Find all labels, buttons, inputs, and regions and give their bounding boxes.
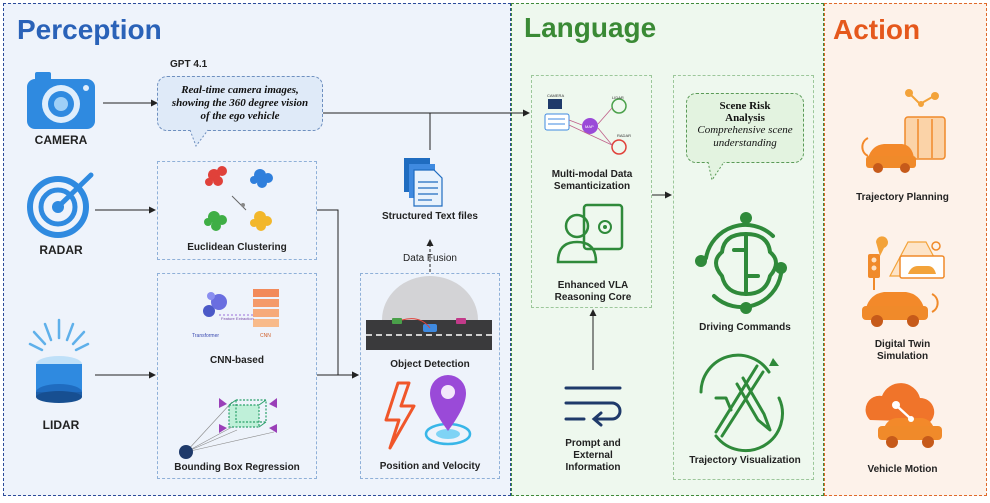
- output-box: [673, 75, 814, 480]
- bbox-label: Bounding Box Regression: [174, 462, 300, 473]
- scene-risk-bubble: Scene Risk Analysis Comprehensive scene …: [686, 93, 804, 163]
- camera-description-bubble: Real-time camera images, showing the 360…: [157, 76, 323, 131]
- structured-text-label: Structured Text files: [382, 211, 478, 222]
- mm-tiny-map: MAP: [585, 124, 594, 129]
- cnn-label: CNN-based: [210, 355, 264, 366]
- semantic-box: [531, 75, 652, 308]
- position-velocity-label: Position and Velocity: [379, 461, 481, 472]
- cnn-tiny-cnn: CNN: [260, 333, 271, 339]
- vla-label: Enhanced VLA Reasoning Core: [554, 280, 632, 303]
- camera-label: CAMERA: [34, 133, 88, 147]
- scene-risk-subtitle: Comprehensive scene understanding: [697, 124, 793, 149]
- lidar-label: LIDAR: [42, 418, 80, 432]
- mm-tiny-radar: RADAR: [617, 133, 632, 138]
- data-fusion-label: Data Fusion: [403, 253, 457, 264]
- vehicle-motion-label: Vehicle Motion: [867, 464, 938, 475]
- language-panel: [511, 3, 824, 496]
- gpt-label: GPT 4.1: [170, 59, 208, 70]
- cnn-bbox-box: [157, 273, 317, 479]
- perception-title: Perception: [17, 14, 162, 45]
- euclidean-box: [157, 161, 317, 260]
- driving-commands-label: Driving Commands: [699, 322, 791, 333]
- action-title: Action: [833, 14, 921, 45]
- object-detection-label: Object Detection: [390, 359, 470, 370]
- trajectory-vis-label: Trajectory Visualization: [689, 455, 801, 466]
- cnn-tiny-transformer: Transformer: [192, 333, 220, 339]
- euclidean-label: Euclidean Clustering: [187, 242, 287, 253]
- multimodal-label: Multi-modal Data Semanticization: [551, 169, 633, 192]
- language-title: Language: [524, 12, 657, 43]
- trajectory-planning-label: Trajectory Planning: [856, 192, 949, 203]
- mm-tiny-lidar: LIDAR: [612, 95, 624, 100]
- mm-tiny-camera: CAMERA: [547, 93, 565, 98]
- fusion-box: [360, 273, 500, 479]
- radar-label: RADAR: [39, 243, 83, 257]
- scene-risk-title: Scene Risk Analysis: [719, 100, 771, 124]
- cnn-tiny-feature: Feature Extraction: [221, 316, 254, 321]
- prompt-label: Prompt and External Information: [565, 438, 621, 473]
- digital-twin-label: Digital Twin Simulation: [874, 339, 931, 362]
